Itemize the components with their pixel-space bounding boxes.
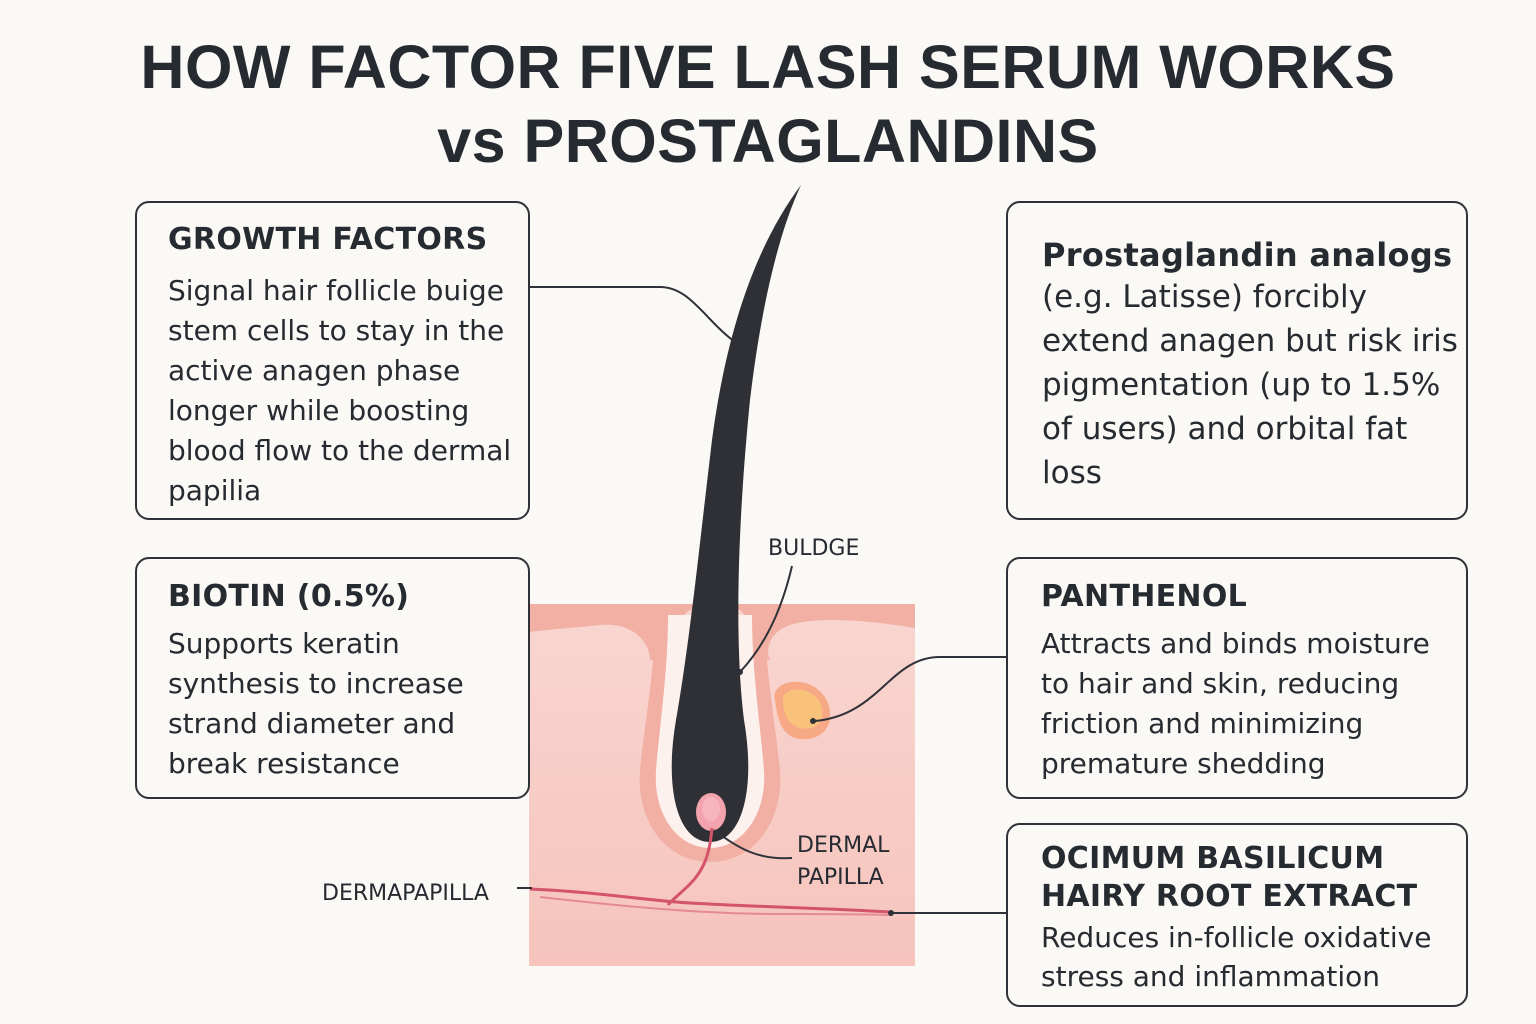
label-dermal-papilla-1: DERMAL — [797, 833, 890, 858]
card-heading: OCIMUM BASILICUM HAIRY ROOT EXTRACT — [1041, 840, 1458, 916]
card-line: strand diameter and — [168, 707, 456, 740]
epidermis-band — [529, 604, 915, 660]
card-line: active anagen phase — [168, 354, 461, 387]
card-ocimum: OCIMUM BASILICUM HAIRY ROOT EXTRACT Redu… — [1006, 823, 1468, 1007]
card-line: papilia — [168, 474, 262, 507]
dermal-papilla-highlight — [702, 797, 720, 821]
card-line: Supports keratin — [168, 627, 400, 660]
card-line: premature shedding — [1041, 747, 1326, 780]
card-line: (e.g. Latisse) forcibly — [1042, 279, 1368, 315]
card-line: longer while boosting — [168, 394, 470, 427]
card-line: to hair and skin, reducing — [1041, 667, 1400, 700]
card-line: Reduces in-follicle oxidative — [1041, 921, 1432, 954]
card-heading: PANTHENOL — [1041, 579, 1248, 614]
connector-bulge-dot — [737, 669, 743, 675]
label-bulge: BULDGE — [768, 536, 859, 561]
connector-bulge — [739, 565, 793, 673]
connector-ocimum-dot — [888, 910, 894, 916]
blood-vessel-main — [529, 887, 891, 914]
card-line: of users) and orbital fat — [1042, 411, 1408, 447]
page-title: HOW FACTOR FIVE LASH SERUM WORKS vs PROS… — [0, 30, 1536, 178]
connector-growth-factors — [530, 286, 736, 343]
card-line: stress and inflammation — [1041, 960, 1381, 993]
card-heading: GROWTH FACTORS — [168, 222, 488, 257]
connector-panthenol — [814, 656, 1006, 722]
card-heading: BIOTIN (0.5%) — [168, 579, 410, 614]
card-panthenol: PANTHENOL Attracts and binds moisture to… — [1006, 557, 1468, 799]
card-line: stem cells to stay in the — [168, 314, 505, 347]
card-line: extend anagen but risk iris — [1042, 323, 1458, 359]
connector-panthenol-dot — [810, 718, 816, 724]
card-heading-line: HAIRY ROOT EXTRACT — [1041, 879, 1418, 914]
card-line: Attracts and binds moisture — [1041, 627, 1430, 660]
card-line: break resistance — [168, 747, 400, 780]
card-line: Signal hair follicle buige — [168, 274, 504, 307]
card-line: friction and minimizing — [1041, 707, 1364, 740]
label-dermal-papilla-2: PAPILLA — [797, 865, 884, 890]
card-line: synthesis to increase — [168, 667, 464, 700]
label-dermapapilla: DERMAPAPILLA — [322, 881, 489, 906]
card-growth-factors: GROWTH FACTORS Signal hair follicle buig… — [135, 201, 530, 520]
card-heading-line: OCIMUM BASILICUM — [1041, 841, 1385, 876]
hair-shaft — [671, 185, 801, 842]
card-line: loss — [1042, 455, 1102, 491]
connector-dermal-papilla — [713, 829, 793, 860]
card-line: blood flow to the dermal — [168, 434, 512, 467]
card-prostaglandin: Prostaglandin analogs (e.g. Latisse) for… — [1006, 201, 1468, 520]
card-line: pigmentation (up to 1.5% — [1042, 367, 1441, 403]
blood-vessel-lower — [539, 896, 891, 916]
card-biotin: BIOTIN (0.5%) Supports keratin synthesis… — [135, 557, 530, 799]
title-line-2: vs PROSTAGLANDINS — [437, 107, 1099, 175]
blood-vessel-papilla — [666, 827, 714, 906]
card-heading: Prostaglandin analogs — [1042, 236, 1453, 274]
title-line-1: HOW FACTOR FIVE LASH SERUM WORKS — [140, 33, 1396, 101]
